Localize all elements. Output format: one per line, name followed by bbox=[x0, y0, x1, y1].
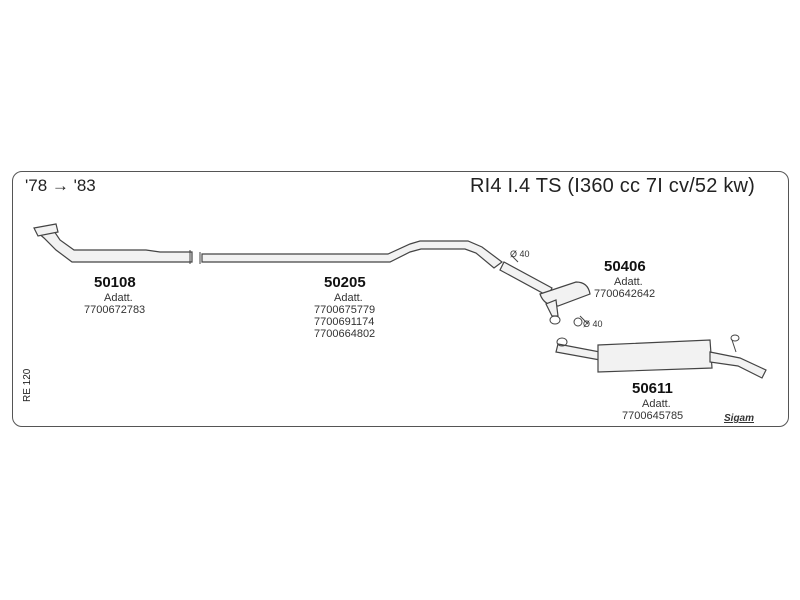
side-code: RE 120 bbox=[22, 368, 33, 402]
front-pipe-flange bbox=[33, 223, 59, 237]
part-adapt-50406: Adatt. bbox=[614, 276, 643, 288]
tailpipe-50611 bbox=[709, 351, 767, 379]
middle-pipe-50205 bbox=[201, 240, 503, 269]
part-ref-50205-3: 7700664802 bbox=[314, 328, 376, 340]
part-ref-50406-1: 7700642642 bbox=[594, 288, 656, 300]
part-ref-50205-2: 7700691174 bbox=[314, 316, 375, 328]
silencer-50406 bbox=[539, 281, 591, 307]
part-number-50205: 50205 bbox=[324, 274, 366, 291]
diameter-label-1: Ø 40 bbox=[510, 249, 530, 259]
part-number-50108: 50108 bbox=[94, 274, 136, 291]
part-ref-50108-1: 7700672783 bbox=[84, 304, 146, 316]
diagram-panel bbox=[12, 171, 789, 427]
model-title: RI4 I.4 TS (I360 cc 7I cv/52 kw) bbox=[470, 175, 756, 197]
years-label: '78 → '83 bbox=[25, 176, 96, 195]
diameter-label-2: Ø 40 bbox=[583, 319, 603, 329]
brand-mark: Sigam bbox=[724, 413, 755, 424]
rear-silencer-50611 bbox=[597, 339, 713, 373]
part-ref-50205-1: 7700675779 bbox=[314, 304, 376, 316]
part-ref-50611-1: 7700645785 bbox=[622, 410, 684, 422]
part-number-50406: 50406 bbox=[604, 258, 646, 275]
part-adapt-50108: Adatt. bbox=[104, 292, 133, 304]
front-pipe-50108 bbox=[34, 227, 193, 263]
pipe-50406-outlet bbox=[545, 299, 559, 317]
part-adapt-50611: Adatt. bbox=[642, 398, 671, 410]
part-adapt-50205: Adatt. bbox=[334, 292, 363, 304]
part-number-50611: 50611 bbox=[632, 380, 673, 397]
pipe-50406 bbox=[499, 261, 553, 297]
